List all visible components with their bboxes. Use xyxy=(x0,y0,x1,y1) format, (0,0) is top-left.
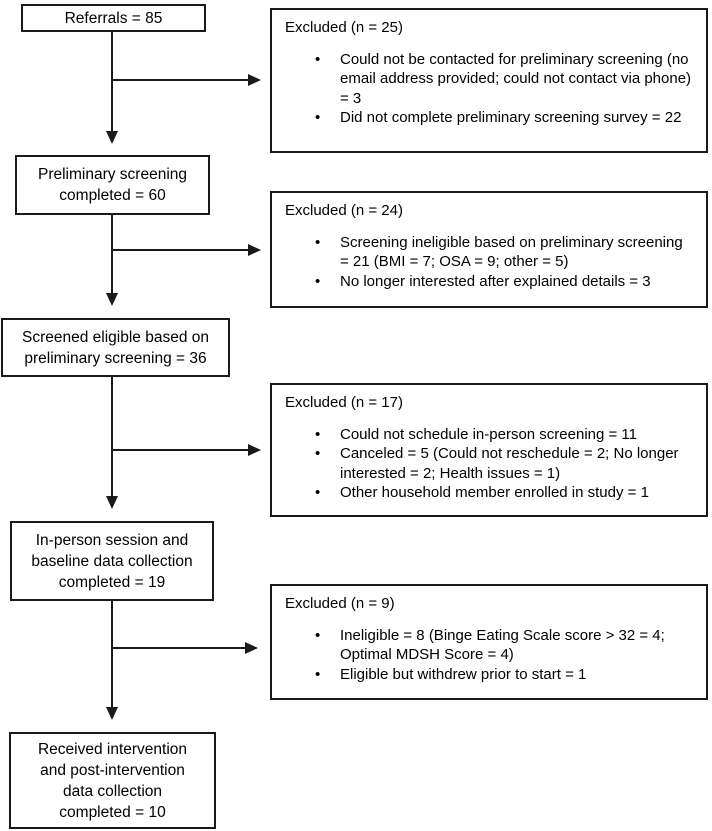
step-box-referrals: Referrals = 85 xyxy=(21,4,206,32)
exclusion-item: Eligible but withdrew prior to start = 1 xyxy=(285,665,694,685)
step-label: Preliminary screening completed = 60 xyxy=(37,166,188,204)
exclusion-item: Other household member enrolled in study… xyxy=(285,483,694,503)
exclusion-title: Excluded (n = 25) xyxy=(285,19,403,36)
exclusion-list: Could not schedule in-person screening =… xyxy=(285,425,694,503)
exclusion-title: Excluded (n = 17) xyxy=(285,394,403,411)
exclusion-box-3: Excluded (n = 17) Could not schedule in-… xyxy=(270,383,708,517)
step-box-preliminary-screening: Preliminary screening completed = 60 xyxy=(15,155,210,215)
exclusion-item: Could not schedule in-person screening =… xyxy=(285,425,694,445)
step-label: In-person session and baseline data coll… xyxy=(31,531,193,591)
step-box-screened-eligible: Screened eligible based on preliminary s… xyxy=(1,318,230,377)
exclusion-item: Could not be contacted for preliminary s… xyxy=(285,50,694,109)
exclusion-item: Ineligible = 8 (Binge Eating Scale score… xyxy=(285,626,694,665)
exclusion-list: Screening ineligible based on preliminar… xyxy=(285,233,694,292)
exclusion-item: Did not complete preliminary screening s… xyxy=(285,108,694,128)
exclusion-item: Screening ineligible based on preliminar… xyxy=(285,233,694,272)
exclusion-box-1: Excluded (n = 25) Could not be contacted… xyxy=(270,8,708,153)
exclusion-title: Excluded (n = 9) xyxy=(285,595,395,612)
exclusion-list: Could not be contacted for preliminary s… xyxy=(285,50,694,128)
exclusion-title: Excluded (n = 24) xyxy=(285,202,403,219)
arrow-referrals-to-preliminary xyxy=(106,32,261,144)
step-label: Referrals = 85 xyxy=(64,9,163,27)
step-label: Received intervention and post-intervent… xyxy=(37,740,188,821)
arrow-eligible-to-inperson xyxy=(106,377,261,509)
exclusion-box-4: Excluded (n = 9) Ineligible = 8 (Binge E… xyxy=(270,584,708,700)
exclusion-item: No longer interested after explained det… xyxy=(285,272,694,292)
exclusion-item: Canceled = 5 (Could not reschedule = 2; … xyxy=(285,444,694,483)
step-box-received-intervention: Received intervention and post-intervent… xyxy=(9,732,216,829)
step-label: Screened eligible based on preliminary s… xyxy=(22,328,209,367)
exclusion-box-2: Excluded (n = 24) Screening ineligible b… xyxy=(270,191,708,308)
step-box-in-person-session: In-person session and baseline data coll… xyxy=(10,521,214,601)
arrow-preliminary-to-eligible xyxy=(106,215,261,306)
exclusion-list: Ineligible = 8 (Binge Eating Scale score… xyxy=(285,626,694,685)
arrow-inperson-to-intervention xyxy=(106,601,258,720)
